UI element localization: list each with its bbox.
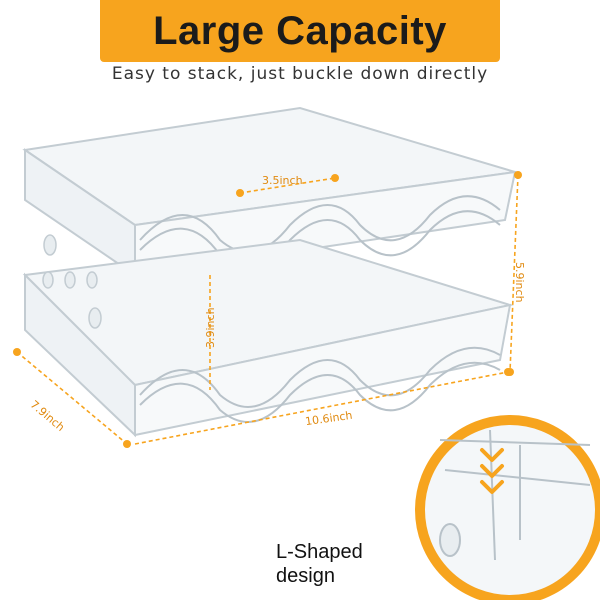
callout-line1: L-Shaped (276, 541, 363, 563)
top-cradle (139, 195, 501, 268)
dimension-label-bottle: 3.5inch (262, 174, 303, 187)
bottom-tier (22, 238, 514, 438)
banner-title: Large Capacity (153, 8, 447, 53)
dimension-lines (16, 174, 519, 445)
side-holes (42, 234, 102, 329)
callout-label: L-Shaped design (276, 540, 363, 588)
callout-line2: design (276, 565, 335, 587)
title-banner: Large Capacity (100, 0, 500, 62)
dimension-label-tier: 3.9inch (204, 307, 217, 348)
chevron-down-icon (480, 448, 504, 494)
subtitle: Easy to stack, just buckle down directly (111, 64, 489, 84)
dimension-label-height: 5.9inch (513, 262, 526, 303)
callout-zoom (415, 415, 600, 600)
bottom-cradle (139, 346, 501, 423)
dimension-dots (13, 171, 522, 448)
